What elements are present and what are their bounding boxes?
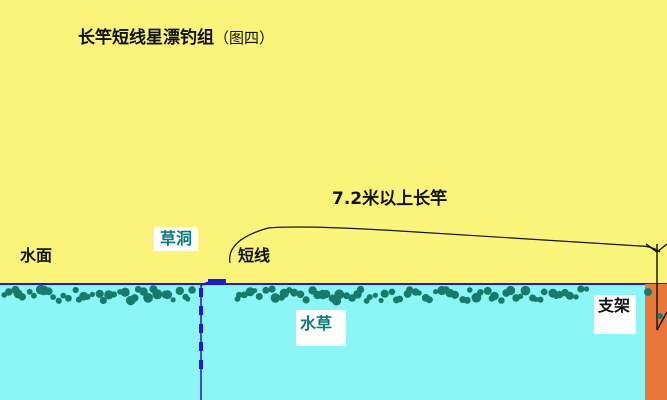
weed-clump — [296, 290, 305, 299]
weed-clump — [533, 296, 539, 303]
weed-clump — [5, 288, 13, 296]
weed-clump — [95, 289, 104, 298]
weed-clump — [490, 291, 499, 301]
weed-clump — [290, 288, 299, 297]
weed-hole-label: 草洞 — [154, 227, 199, 251]
weed-clump — [104, 290, 114, 300]
weed-clump — [483, 286, 492, 295]
weed-clump — [99, 296, 107, 305]
stand-weed-right — [657, 313, 663, 319]
weed-clump — [378, 297, 384, 304]
weed-clump — [321, 289, 331, 299]
weed-clump — [55, 297, 62, 304]
weed-clump — [537, 296, 544, 303]
weed-clump — [175, 286, 184, 296]
weed-clump — [477, 289, 484, 296]
weed-clump — [416, 290, 422, 296]
weed-clump — [520, 285, 531, 296]
weed-clump — [583, 286, 590, 292]
weed-clump — [334, 289, 345, 300]
weed-clump — [498, 297, 505, 304]
rod-stand-label: 支架 — [594, 295, 637, 334]
weed-clump — [540, 288, 548, 296]
weed-clump — [372, 292, 378, 298]
weed-clump — [18, 293, 26, 301]
weed-clump — [89, 291, 95, 297]
water-weeds-label: 水草 — [296, 310, 347, 346]
float-connector — [200, 281, 211, 286]
weed-clump — [31, 292, 37, 299]
weed-clump — [188, 286, 196, 294]
weed-clump — [450, 290, 459, 299]
stand-weed-left — [644, 288, 652, 296]
weed-clump — [163, 290, 172, 300]
weed-clump — [65, 294, 72, 302]
weed-clump — [577, 285, 585, 293]
weed-clump — [50, 294, 56, 300]
weed-clump — [262, 286, 270, 294]
weed-clump — [366, 294, 373, 301]
weed-clump — [268, 285, 276, 293]
weed-clump — [565, 291, 574, 300]
weed-clump — [396, 295, 404, 303]
weed-clump — [152, 289, 163, 300]
stand-fork-right — [656, 243, 667, 253]
water-surface-label: 水面 — [20, 246, 53, 265]
weed-clump — [84, 293, 91, 300]
weed-clump — [467, 287, 473, 293]
weed-clump — [302, 296, 310, 304]
sky-area — [0, 0, 667, 284]
weed-clump — [236, 291, 243, 299]
title-suffix: （图四） — [214, 29, 275, 47]
title-text: 长竿短线星漂钓组 — [78, 28, 214, 48]
weed-clump — [506, 285, 516, 296]
weed-clump — [143, 292, 154, 303]
weed-clump — [425, 296, 433, 304]
weed-clump — [388, 288, 396, 296]
float-top — [208, 279, 226, 285]
rod-label: 7.2米以上长竿 — [332, 189, 448, 209]
weed-clump — [433, 289, 439, 295]
weed-clump — [185, 296, 191, 302]
water-weeds-group — [1, 284, 590, 306]
weed-clump — [380, 289, 389, 298]
diagram-title: 长竿短线星漂钓组（图四） — [78, 30, 274, 47]
weed-clump — [60, 292, 67, 299]
weed-clump — [252, 288, 258, 294]
short-line-label: 短线 — [238, 246, 271, 265]
weed-clump — [110, 291, 118, 298]
weed-clump — [517, 293, 524, 299]
weed-clump — [356, 285, 365, 294]
weed-clump — [573, 294, 579, 300]
stand-base — [656, 311, 667, 331]
weed-clump — [170, 297, 176, 303]
fishing-rod-line — [229, 226, 641, 264]
weed-clump — [463, 296, 471, 304]
weed-clump — [255, 293, 263, 300]
weed-clump — [120, 287, 130, 297]
weed-clump — [130, 294, 139, 302]
weed-clump — [406, 286, 414, 294]
weed-clump — [471, 292, 482, 303]
weed-clump — [270, 293, 281, 303]
stand-fork-left — [645, 243, 658, 253]
weed-clump — [72, 286, 79, 294]
weed-clump — [44, 287, 53, 296]
stand-post — [645, 284, 667, 400]
weed-clump — [26, 288, 33, 295]
